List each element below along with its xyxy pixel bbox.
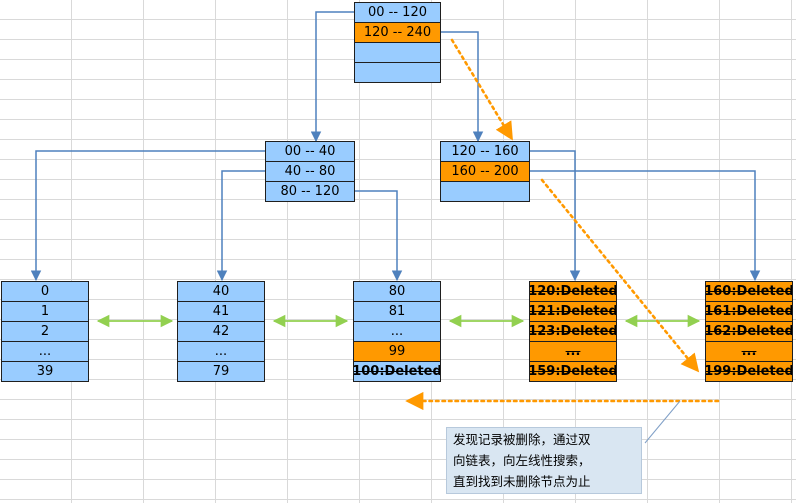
deleted-key-cell: 199:Deleted — [705, 361, 793, 382]
key-cell: 42 — [177, 321, 265, 342]
deleted-key-cell: 121:Deleted — [529, 301, 617, 322]
search-path-internal-to-leaf — [540, 178, 700, 373]
edge-internal-right-to-leaf-4 — [530, 150, 581, 282]
key-cell: 99 — [353, 341, 441, 362]
deleted-key-cell: 162:Deleted — [705, 321, 793, 342]
key-cell: 00 -- 40 — [265, 141, 355, 162]
deleted-key-cell: 160:Deleted — [705, 281, 793, 302]
empty-key-cell — [440, 181, 530, 202]
callout-note: 发现记录被删除，通过双 向链表，向左线性搜索， 直到找到未删除节点为止 — [446, 427, 642, 494]
deleted-key-cell: 100:Deleted — [353, 361, 441, 382]
empty-key-cell — [354, 42, 441, 63]
key-cell: 1 — [1, 301, 89, 322]
key-cell: 160 -- 200 — [440, 161, 530, 182]
deleted-key-cell: 159:Deleted — [529, 361, 617, 382]
empty-key-cell — [354, 62, 441, 83]
deleted-key-cell: 123:Deleted — [529, 321, 617, 342]
callout-line: 向链表，向左线性搜索， — [453, 453, 591, 468]
edge-root-to-internal-right — [440, 31, 484, 143]
edge-root-to-internal-left — [310, 11, 354, 143]
key-cell: 80 -- 120 — [265, 181, 355, 202]
key-cell: 2 — [1, 321, 89, 342]
callout-line: 发现记录被删除，通过双 — [453, 432, 591, 447]
edge-internal-right-to-leaf-5 — [530, 170, 761, 282]
callout-line: 直到找到未删除节点为止 — [453, 474, 591, 489]
key-cell: 0 — [1, 281, 89, 302]
key-cell: 79 — [177, 361, 265, 382]
deleted-key-cell: ... — [705, 341, 793, 362]
deleted-key-cell: 120:Deleted — [529, 281, 617, 302]
edge-internal-left-to-leaf-1 — [30, 150, 265, 282]
key-cell: ... — [1, 341, 89, 362]
search-path-root-to-internal — [450, 38, 514, 141]
key-cell: 80 — [353, 281, 441, 302]
key-cell: 120 -- 160 — [440, 141, 530, 162]
deleted-key-cell: 161:Deleted — [705, 301, 793, 322]
callout-leader-line — [644, 400, 681, 444]
key-cell: 40 -- 80 — [265, 161, 355, 182]
deleted-key-cell: ... — [529, 341, 617, 362]
key-cell: 41 — [177, 301, 265, 322]
key-cell: 39 — [1, 361, 89, 382]
key-cell: 40 — [177, 281, 265, 302]
key-cell: ... — [353, 321, 441, 342]
key-cell: 120 -- 240 — [354, 22, 441, 43]
key-cell: ... — [177, 341, 265, 362]
edge-internal-left-to-leaf-2 — [216, 170, 265, 282]
key-cell: 00 -- 120 — [354, 2, 441, 23]
key-cell: 81 — [353, 301, 441, 322]
edge-internal-left-to-leaf-3 — [354, 190, 403, 282]
